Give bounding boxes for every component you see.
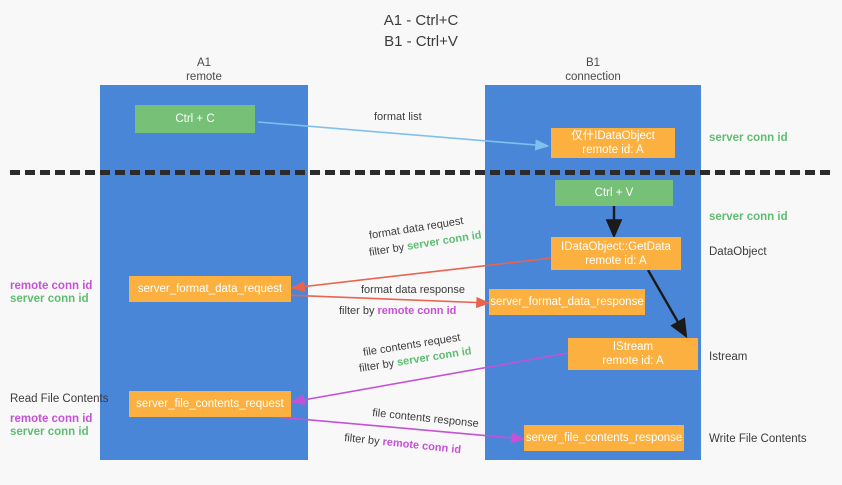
clipboard-boundary-divider — [10, 170, 830, 175]
filter-key-remote-conn-id: remote conn id — [381, 436, 462, 457]
box-server-format-data-response[interactable]: server_format_data_response — [489, 289, 645, 315]
filter-prefix: filter by — [339, 305, 378, 317]
box-idataobject[interactable]: 仅什IDataObject remote id: A — [551, 128, 675, 158]
label-remote-conn-id-upper: remote conn id — [10, 280, 93, 292]
filter-key-remote-conn-id: remote conn id — [377, 305, 457, 317]
label-istream: Istream — [709, 351, 748, 363]
box-ctrl-v[interactable]: Ctrl + V — [555, 180, 673, 206]
box-server-file-contents-response[interactable]: server_file_contents_response — [524, 425, 684, 451]
label-remote-conn-id-lower: remote conn id — [10, 413, 93, 425]
label-write-file-contents: Write File Contents — [709, 433, 807, 445]
label-server-conn-id-upper: server conn id — [10, 293, 89, 305]
box-istream[interactable]: IStream remote id: A — [568, 338, 698, 370]
label-server-conn-id-second: server conn id — [709, 211, 788, 223]
page-title: A1 - Ctrl+C B1 - Ctrl+V — [383, 12, 459, 50]
filter-prefix: filter by — [368, 240, 409, 259]
box-ctrl-c[interactable]: Ctrl + C — [135, 105, 255, 133]
edge-label-format-list: format list — [374, 111, 422, 123]
box-idataobject-getdata[interactable]: IDataObject::GetData remote id: A — [551, 237, 681, 270]
box-server-file-contents-request[interactable]: server_file_contents_request — [129, 391, 291, 417]
box-server-format-data-request[interactable]: server_format_data_request — [129, 276, 291, 302]
label-server-conn-id-lower: server conn id — [10, 426, 89, 438]
label-read-file-contents: Read File Contents — [10, 393, 109, 405]
filter-prefix: filter by — [343, 431, 384, 448]
label-dataobject: DataObject — [709, 246, 767, 258]
edge-label-file-contents-response-filter: filter by remote conn id — [343, 431, 462, 458]
lane-title-a1: A1 remote — [186, 57, 222, 83]
label-server-conn-id-top: server conn id — [709, 132, 788, 144]
lane-title-b1: B1 connection — [565, 57, 621, 83]
edge-label-file-contents-response: file contents response — [371, 406, 480, 431]
edge-label-format-data-response-filter: filter by remote conn id — [339, 304, 456, 319]
edge-label-format-data-response: format data response — [361, 284, 465, 296]
